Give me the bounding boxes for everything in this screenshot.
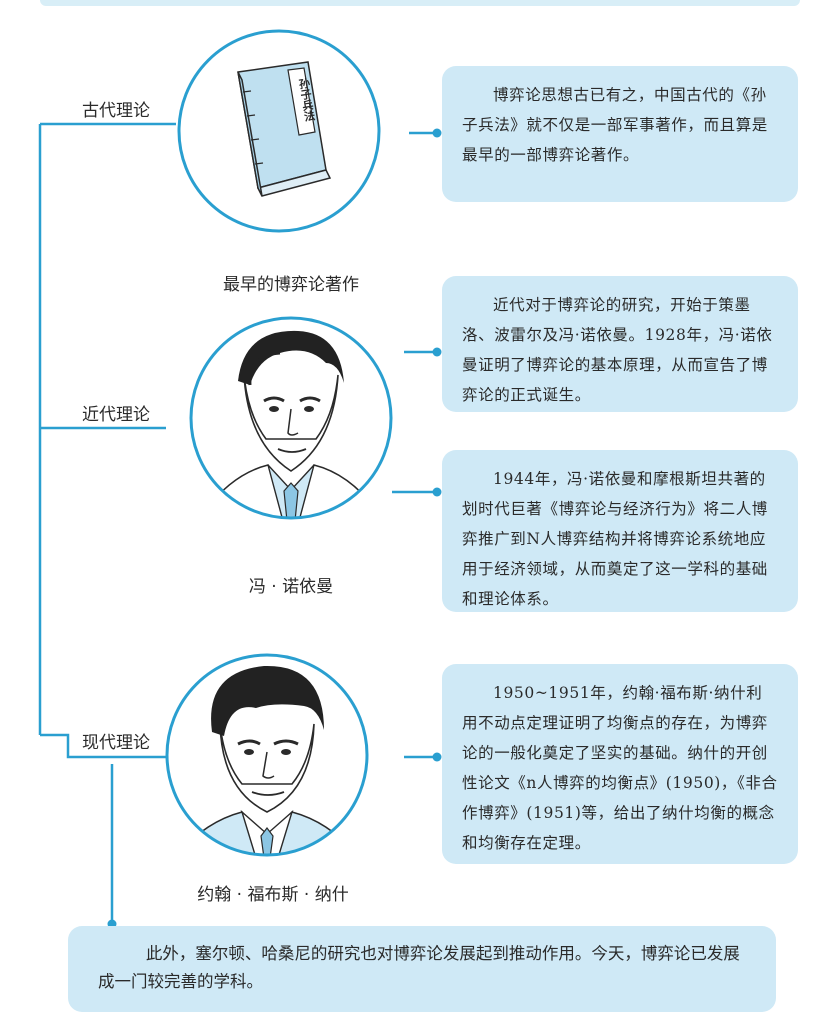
summary-box: 此外，塞尔顿、哈桑尼的研究也对博弈论发展起到推动作用。今天，博弈论已发展成一门较… [68,926,776,1012]
era-label-ancient: 古代理论 [82,101,150,121]
dot-box4 [432,752,442,762]
nash-portrait-circle [165,653,369,857]
era-label-modern: 近代理论 [82,405,150,425]
von-neumann-caption: 冯 · 诺依曼 [248,577,334,597]
dot-box3 [432,487,442,497]
era-label-contemporary: 现代理论 [82,733,150,753]
top-banner-strip [40,0,800,6]
book-caption: 最早的博弈论著作 [223,275,359,295]
book-circle: 孙子兵法 [177,29,381,233]
nash-caption: 约翰 · 福布斯 · 纳什 [197,885,349,905]
dot-box2 [432,347,442,357]
info-box-contemporary: 1950~1951年，约翰·福布斯·纳什利用不动点定理证明了均衡点的存在，为博弈… [442,664,798,864]
info-box-modern-1944: 1944年，冯·诺依曼和摩根斯坦共著的划时代巨著《博弈论与经济行为》将二人博弈推… [442,450,798,612]
book-illustration: 孙子兵法 [237,61,332,197]
info-box-ancient: 博弈论思想古已有之，中国古代的《孙子兵法》就不仅是一部军事著作，而且算是最早的一… [442,66,798,202]
von-neumann-portrait-circle [189,316,393,520]
dot-box1 [432,128,442,138]
branch-contemporary [40,733,166,759]
info-box-modern-1928: 近代对于博弈论的研究，开始于策墨洛、波雷尔及冯·诺依曼。1928年，冯·诺依曼证… [442,276,798,412]
